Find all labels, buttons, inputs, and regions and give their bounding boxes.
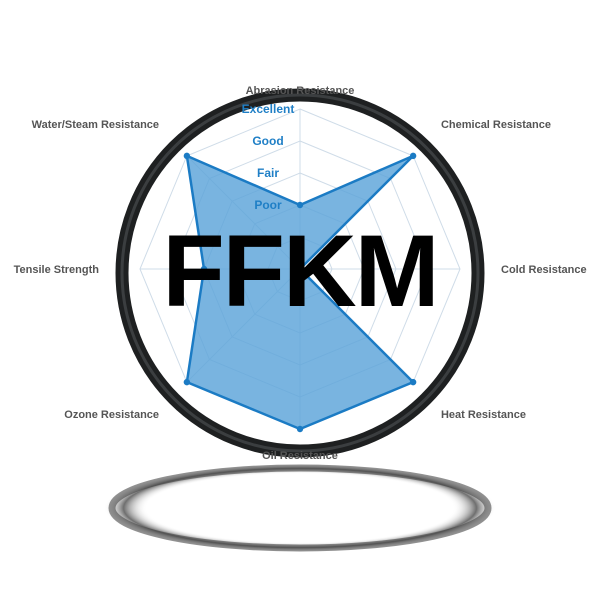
data-point — [296, 265, 304, 273]
ring-shadow-edge — [108, 464, 492, 552]
data-point — [200, 265, 208, 273]
ring-shadow — [104, 464, 496, 552]
axis-label: Heat Resistance — [441, 409, 526, 421]
data-point — [409, 152, 417, 160]
level-labels: Poor Fair Good Excellent — [242, 102, 295, 212]
axis-label: Cold Resistance — [501, 264, 587, 276]
axis-label: Tensile Strength — [14, 264, 100, 276]
level-label: Poor — [254, 198, 282, 212]
axis-label: Water/Steam Resistance — [32, 119, 159, 131]
level-label: Good — [252, 134, 283, 148]
o-ring-highlight — [120, 93, 480, 453]
axis-label: Abrasion Resistance — [246, 85, 355, 97]
axis-label: Ozone Resistance — [64, 409, 159, 421]
level-label: Fair — [257, 166, 279, 180]
data-point — [183, 152, 191, 160]
data-point — [296, 425, 304, 433]
axis-label: Oil Resistance — [262, 450, 338, 462]
axis-label: Chemical Resistance — [441, 119, 551, 131]
level-label: Excellent — [242, 102, 295, 116]
data-point — [183, 378, 191, 386]
data-point — [296, 201, 304, 209]
chart-title: FFKM — [162, 214, 437, 328]
radar-series — [183, 152, 417, 433]
data-point — [409, 378, 417, 386]
